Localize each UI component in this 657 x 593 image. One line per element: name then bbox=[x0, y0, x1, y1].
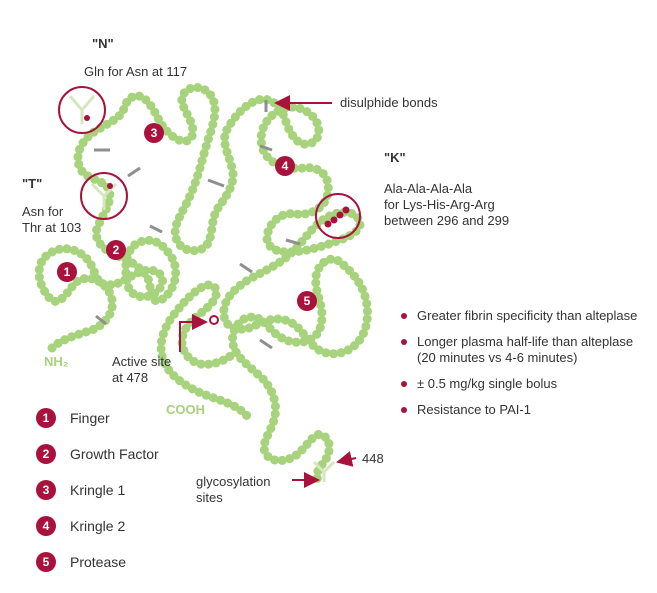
legend-badge: 4 bbox=[36, 516, 56, 536]
mutation-n-title: "N" bbox=[92, 36, 114, 51]
legend-item-growth-factor: 2 Growth Factor bbox=[36, 436, 226, 472]
nh2-terminus-label: NH₂ bbox=[44, 354, 69, 369]
disulphide-bond-lines bbox=[94, 100, 301, 350]
legend-item-kringle-1: 3 Kringle 1 bbox=[36, 472, 226, 508]
cooh-terminus-label: COOH bbox=[166, 402, 205, 417]
bullet-dot bbox=[401, 381, 407, 387]
domain-badge-5: 5 bbox=[297, 291, 317, 311]
legend-badge: 1 bbox=[36, 408, 56, 428]
active-site-label: Active site at 478 bbox=[112, 354, 172, 385]
feature-item: Longer plasma half-life than alteplase (… bbox=[399, 334, 639, 366]
bullet-dot bbox=[401, 313, 407, 319]
mutation-k-description: Ala-Ala-Ala-Ala for Lys-His-Arg-Arg betw… bbox=[384, 181, 510, 228]
residue-448-label: 448 bbox=[362, 451, 384, 466]
legend-item-kringle-2: 4 Kringle 2 bbox=[36, 508, 226, 544]
feature-text: Resistance to PAI-1 bbox=[417, 402, 531, 417]
bullet-dot bbox=[401, 339, 407, 345]
feature-item: ± 0.5 mg/kg single bolus bbox=[399, 376, 639, 392]
mutation-k-title: "K" bbox=[384, 150, 406, 165]
feature-text: ± 0.5 mg/kg single bolus bbox=[417, 376, 558, 391]
domain-badge-2: 2 bbox=[106, 240, 126, 260]
legend-label: Protease bbox=[70, 554, 127, 570]
disulphide-bonds-label: disulphide bonds bbox=[340, 95, 438, 110]
domain-badge-4: 4 bbox=[275, 156, 295, 176]
legend-label: Kringle 2 bbox=[70, 518, 126, 534]
feature-item: Resistance to PAI-1 bbox=[399, 402, 639, 418]
legend-item-protease: 5 Protease bbox=[36, 544, 226, 580]
feature-item: Greater fibrin specificity than alteplas… bbox=[399, 308, 639, 324]
mutation-t-description: Asn for Thr at 103 bbox=[22, 204, 82, 235]
domain-badge-3: 3 bbox=[144, 123, 164, 143]
mutation-t-title: "T" bbox=[22, 176, 43, 191]
c-terminal-branch bbox=[156, 280, 255, 425]
mutation-site-t-marker bbox=[80, 172, 128, 220]
domain-legend: 1 Finger 2 Growth Factor 3 Kringle 1 4 K… bbox=[36, 400, 226, 580]
feature-text: Greater fibrin specificity than alteplas… bbox=[417, 308, 638, 323]
bullet-dot bbox=[401, 407, 407, 413]
mutation-site-n-marker bbox=[58, 86, 106, 134]
domain-badge-1: 1 bbox=[57, 262, 77, 282]
glycosylation-site-marker bbox=[312, 460, 336, 482]
legend-label: Growth Factor bbox=[70, 446, 159, 462]
feature-text: Longer plasma half-life than alteplase (… bbox=[417, 334, 634, 365]
legend-item-finger: 1 Finger bbox=[36, 400, 226, 436]
glycosylation-sites-label: glycosylation sites bbox=[196, 474, 271, 505]
legend-badge: 3 bbox=[36, 480, 56, 500]
legend-label: Kringle 1 bbox=[70, 482, 126, 498]
mutation-site-k-marker bbox=[315, 193, 361, 239]
feature-list: Greater fibrin specificity than alteplas… bbox=[399, 308, 639, 428]
legend-badge: 5 bbox=[36, 552, 56, 572]
residue-448-arrow bbox=[336, 451, 357, 467]
amino-acid-chain bbox=[34, 83, 372, 487]
mutation-n-description: Gln for Asn at 117 bbox=[84, 64, 188, 79]
legend-badge: 2 bbox=[36, 444, 56, 464]
legend-label: Finger bbox=[70, 410, 110, 426]
active-site-marker bbox=[179, 314, 219, 352]
